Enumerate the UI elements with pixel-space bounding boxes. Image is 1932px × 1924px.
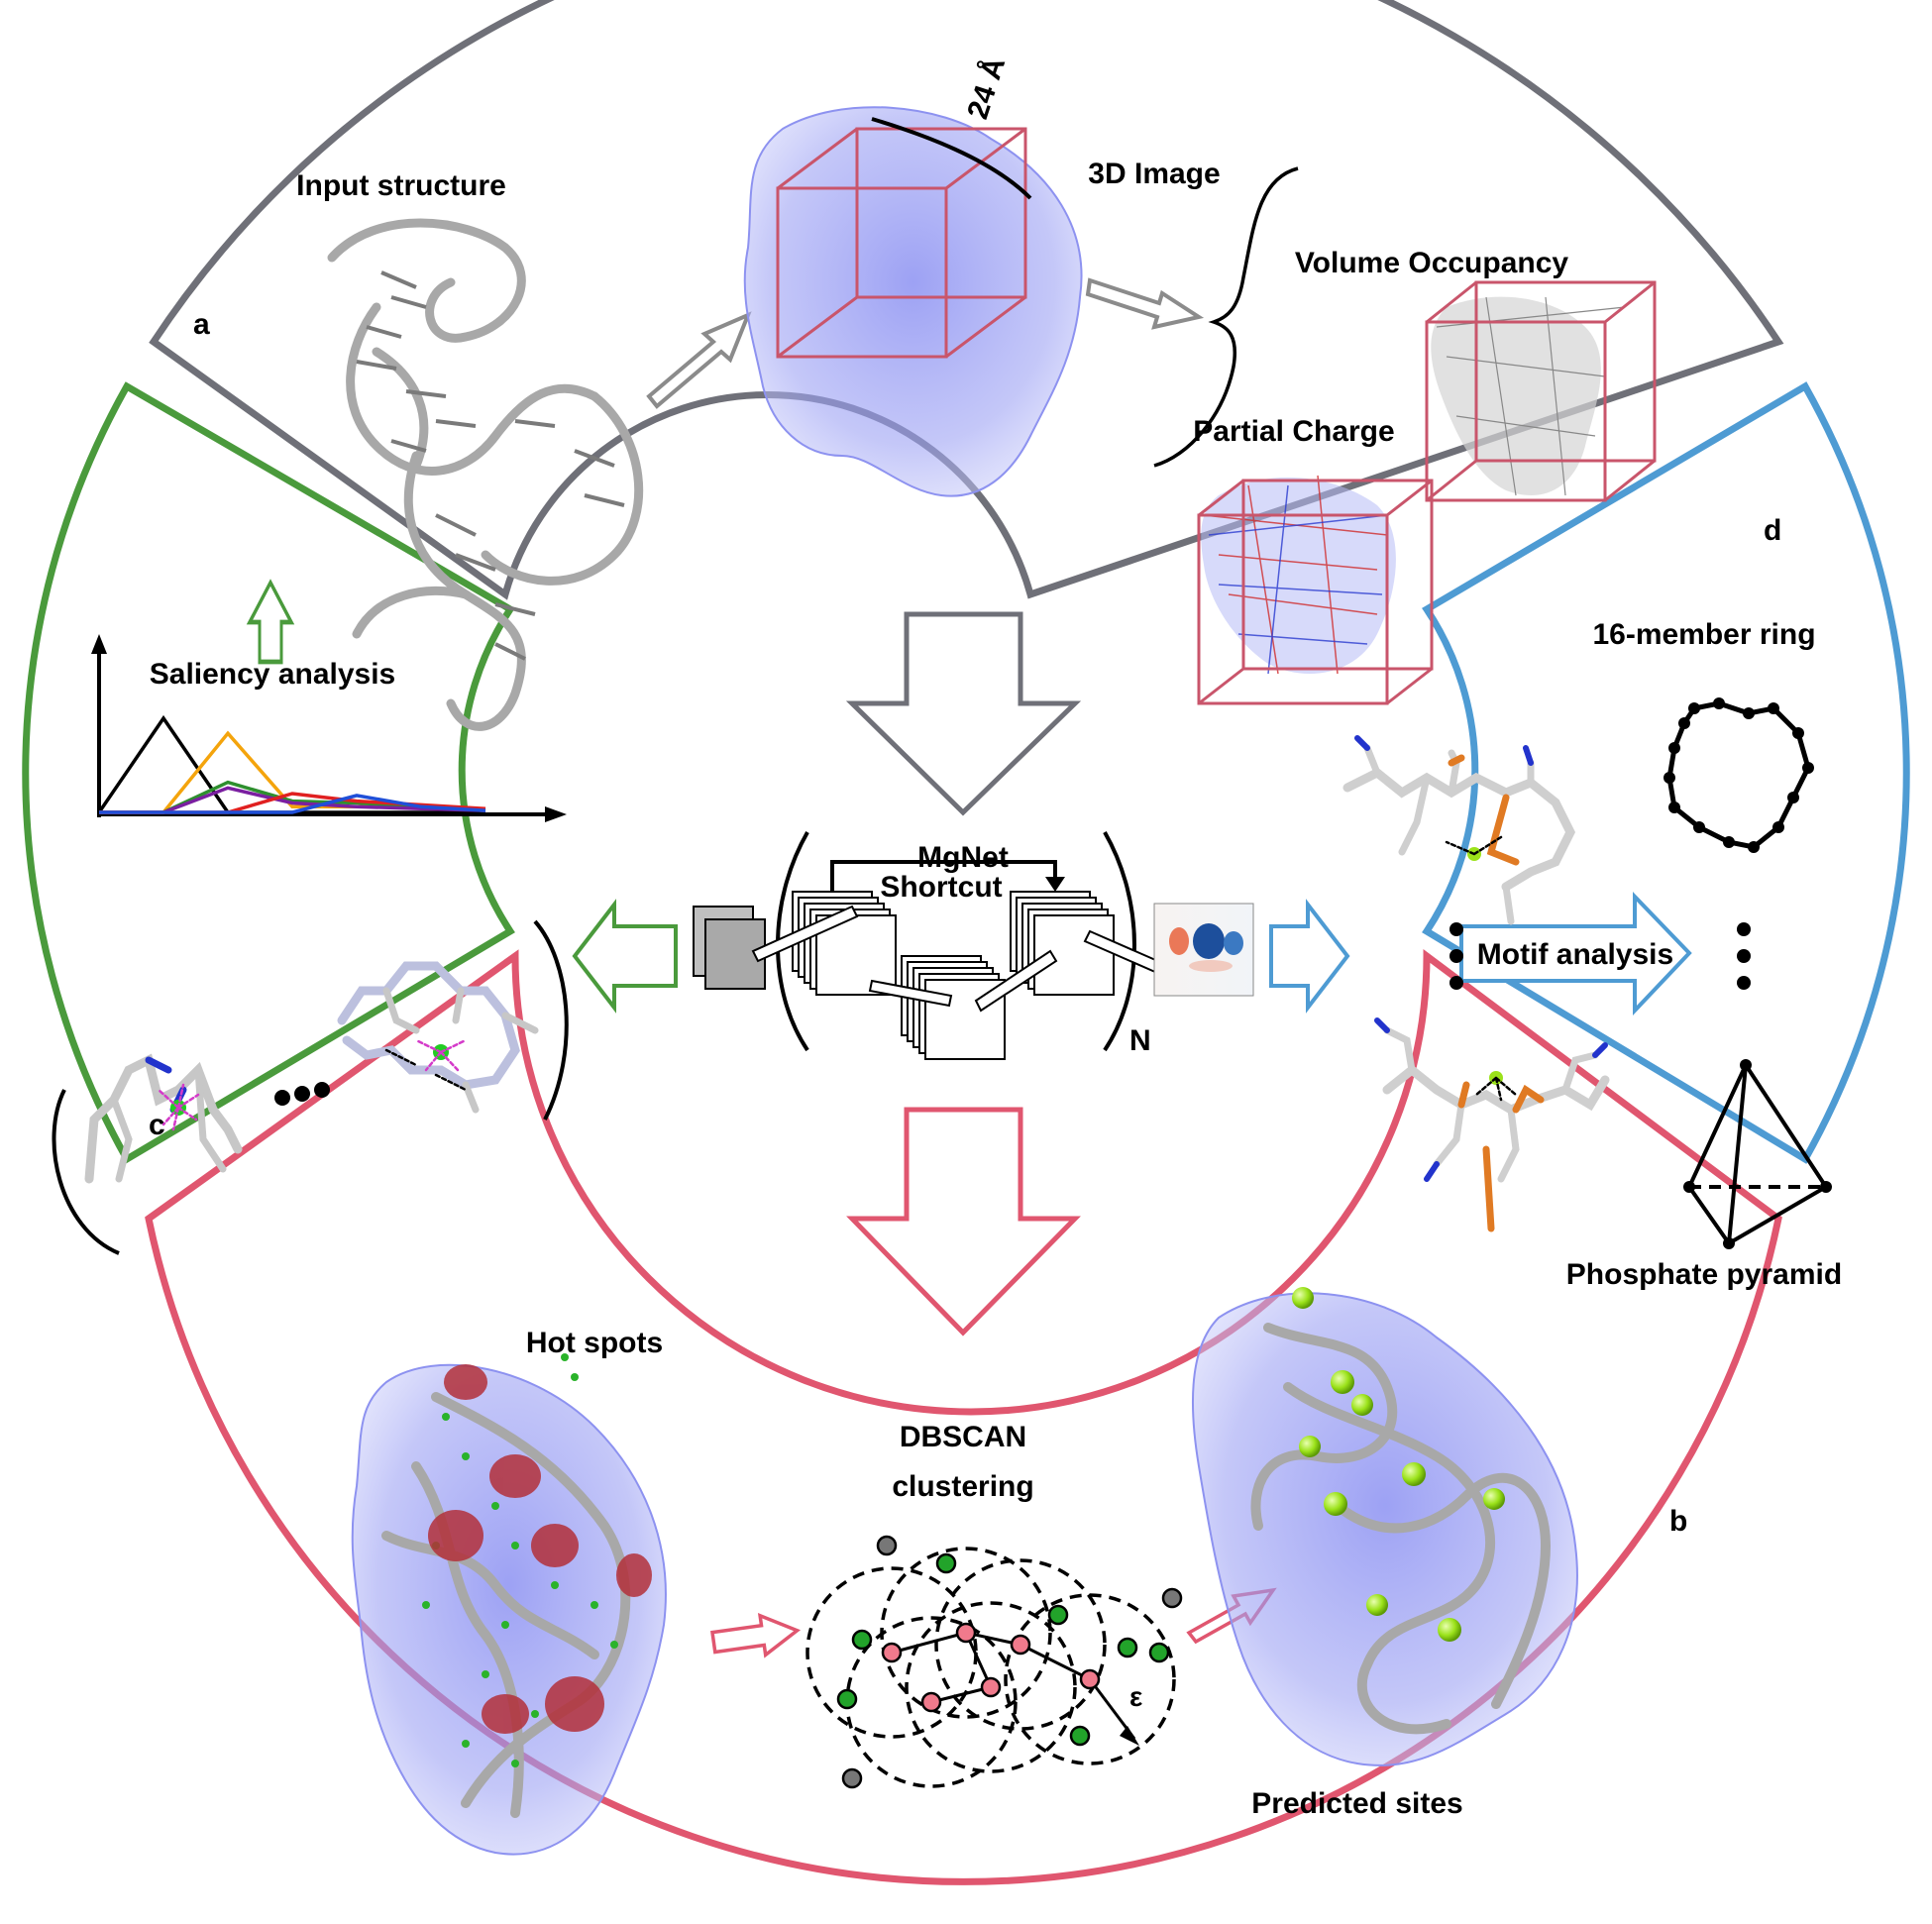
core-point bbox=[955, 1622, 977, 1644]
panel-c-letter: c bbox=[149, 1109, 165, 1141]
input-rna-bases bbox=[356, 270, 625, 661]
mg-ion bbox=[1299, 1436, 1321, 1457]
arrow-structure-to-image bbox=[646, 311, 752, 409]
mg-site-paren-left bbox=[52, 1089, 120, 1255]
predicted-sites-structure bbox=[1192, 1287, 1578, 1766]
dbscan-label-line2: clustering bbox=[892, 1470, 1033, 1503]
border-point bbox=[851, 1629, 873, 1651]
border-point bbox=[1148, 1642, 1170, 1663]
dbscan-label-line1: DBSCAN bbox=[900, 1421, 1026, 1453]
shortcut-arrowhead bbox=[1045, 877, 1065, 892]
panel-a-outline bbox=[149, 0, 1784, 600]
saliency-x-arrowhead bbox=[545, 806, 567, 822]
arrow-hotspots-to-dbscan bbox=[710, 1613, 802, 1658]
border-point bbox=[935, 1552, 957, 1574]
mg-ion bbox=[1402, 1462, 1426, 1486]
motif-molecule-bottom bbox=[1374, 1017, 1610, 1232]
mg-ion bbox=[1483, 1488, 1505, 1510]
mg-site-molecule-right bbox=[337, 961, 539, 1114]
mgnet-right-paren bbox=[1103, 831, 1136, 1052]
panel-d-outline bbox=[1422, 381, 1910, 1164]
ellipsis-dots-d-right bbox=[1737, 922, 1751, 990]
mgnet-label: MgNet bbox=[917, 841, 1009, 874]
cube-size-label: 24 Å bbox=[961, 53, 1012, 123]
conv-block-3 bbox=[1010, 891, 1115, 996]
mg-ion bbox=[1324, 1492, 1347, 1516]
motif-analysis-arrow bbox=[1459, 892, 1692, 1016]
mg-site-molecule-left bbox=[84, 1053, 243, 1184]
saliency-series-line-6 bbox=[99, 794, 486, 814]
border-point bbox=[1069, 1725, 1091, 1747]
3d-image-label: 3D Image bbox=[1088, 158, 1220, 190]
arrow-down-gray bbox=[845, 611, 1082, 816]
mg-ion bbox=[1438, 1618, 1461, 1642]
grid-cube-a bbox=[776, 127, 1027, 359]
volume-occupancy-label: Volume Occupancy bbox=[1295, 247, 1569, 279]
surface-cloud-a bbox=[743, 106, 1083, 497]
core-point bbox=[920, 1691, 942, 1713]
mg-ion bbox=[1351, 1394, 1373, 1416]
epsilon-arrowhead bbox=[1120, 1726, 1139, 1746]
conv-block-1 bbox=[792, 891, 897, 996]
epsilon-label: ε bbox=[1129, 1681, 1142, 1712]
noise-point bbox=[1161, 1587, 1183, 1609]
ring-label: 16-member ring bbox=[1592, 618, 1815, 651]
noise-point bbox=[876, 1535, 898, 1556]
predicted-sites-label: Predicted sites bbox=[1251, 1787, 1462, 1820]
core-point bbox=[980, 1676, 1002, 1698]
motif-analysis-label: Motif analysis bbox=[1477, 938, 1673, 971]
border-point bbox=[1117, 1637, 1138, 1658]
input-rna-structure bbox=[327, 218, 644, 731]
motif-molecule-top bbox=[1342, 735, 1576, 925]
input-feature-maps bbox=[693, 906, 766, 990]
mg-ion bbox=[1331, 1370, 1354, 1394]
partial-charge-label: Partial Charge bbox=[1193, 415, 1394, 448]
mg-ion bbox=[1366, 1594, 1388, 1616]
arrow-image-to-channels bbox=[1085, 277, 1205, 330]
core-point bbox=[1010, 1634, 1031, 1656]
output-heatmap bbox=[1153, 903, 1254, 997]
partial-charge-cube bbox=[1197, 475, 1434, 705]
shortcut-arrow bbox=[830, 860, 1057, 897]
panel-d-letter: d bbox=[1764, 514, 1781, 547]
input-structure-label: Input structure bbox=[296, 169, 506, 202]
saliency-chart bbox=[91, 634, 567, 822]
phosphate-pyramid bbox=[1683, 1059, 1832, 1249]
arrow-to-motif bbox=[1269, 899, 1350, 1014]
saliency-series-line-1 bbox=[97, 714, 485, 814]
ellipsis-dots-c bbox=[274, 1082, 330, 1106]
pyramid-label: Phosphate pyramid bbox=[1566, 1258, 1842, 1291]
ring-16-member bbox=[1666, 700, 1811, 850]
arrow-to-saliency bbox=[572, 899, 678, 1014]
mg-ion bbox=[1292, 1287, 1314, 1309]
noise-point bbox=[841, 1767, 863, 1789]
conv-block-2 bbox=[901, 955, 1006, 1060]
core-point bbox=[881, 1642, 903, 1663]
arrow-up-saliency bbox=[246, 579, 295, 665]
volume-occupancy-cube bbox=[1425, 280, 1657, 502]
ellipsis-dots-d-left bbox=[1449, 922, 1463, 990]
core-point bbox=[1079, 1668, 1101, 1690]
dbscan-diagram: ε bbox=[805, 1535, 1183, 1789]
border-point bbox=[836, 1688, 858, 1710]
panel-a-letter: a bbox=[193, 308, 210, 341]
saliency-y-arrowhead bbox=[91, 634, 107, 654]
cube-size-brace bbox=[871, 117, 1032, 200]
panel-b-letter: b bbox=[1669, 1505, 1687, 1538]
border-point bbox=[1047, 1604, 1069, 1626]
arrow-to-dbscan bbox=[846, 1107, 1081, 1336]
mg-site-paren-right bbox=[533, 919, 569, 1121]
shortcut-label: Shortcut bbox=[880, 871, 1002, 904]
channels-brace bbox=[1153, 166, 1299, 468]
hot-spots-structure bbox=[351, 1353, 667, 1856]
conv-connectors bbox=[751, 905, 1171, 1013]
ring-16-atoms bbox=[1664, 697, 1814, 853]
repeat-n-label: N bbox=[1129, 1024, 1151, 1057]
hot-spots-label: Hot spots bbox=[526, 1327, 663, 1359]
